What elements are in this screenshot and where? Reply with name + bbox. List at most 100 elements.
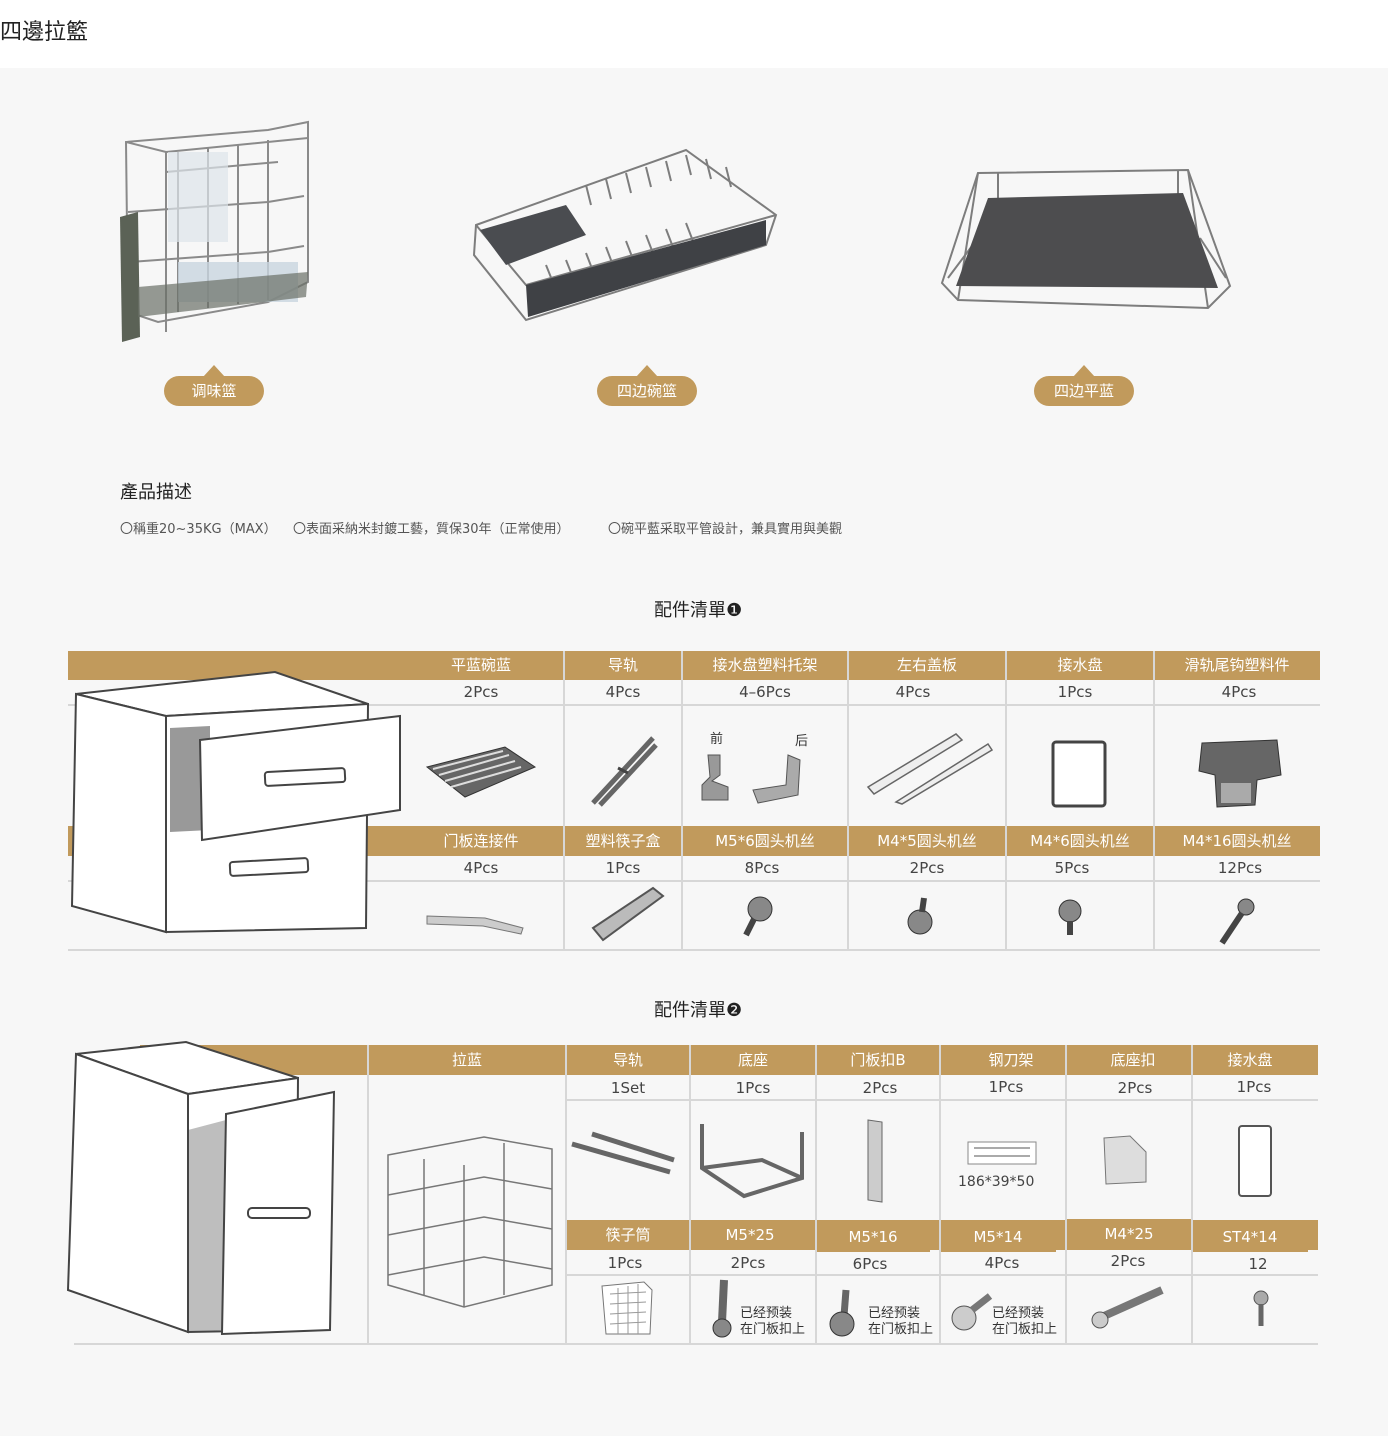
list1-part-name: 接水盘 [1006,651,1154,680]
screw-m4x25-icon [1091,1286,1164,1329]
grid-line [68,880,1320,882]
knife-rack-icon [967,1141,1037,1165]
grid-line [565,1045,567,1345]
preinstalled-note: 已经预装在门板扣上 [740,1306,805,1338]
screw-m5x16-icon [829,1289,855,1337]
list1-part-qty: 2Pcs [463,683,499,701]
product-label-flat: 四边平蓝 [1034,365,1134,406]
list1-part-name: 门板连接件 [398,826,564,856]
list2-part-name: 底座 [690,1045,816,1075]
rail-hook-plastic-icon [1198,739,1282,808]
screw-m4x6-icon [1058,899,1082,935]
grid-line [1191,1045,1193,1345]
list2-part-qty: 12 [1248,1255,1268,1273]
screw-m5x6-icon [743,896,773,937]
list1-part-qty: 5Pcs [1054,859,1090,877]
grid-line [1065,1045,1067,1345]
list2-part-name: M4*25 [1066,1219,1192,1249]
preinstalled-line2: 在门板扣上 [740,1322,806,1337]
grid-line [68,949,1320,951]
list1-part-name: M5*6圆头机丝 [682,826,848,856]
bowl-basket-image [472,148,778,322]
list1-part-name: 平蓝碗蓝 [398,651,564,680]
chopstick-holder-icon [601,1281,653,1335]
screw-m4x16-icon [1219,898,1255,945]
product-label-bowl: 四边碗篮 [597,365,697,406]
page-title: 四邊拉籃 [0,20,89,45]
side-cover-plate-icon [866,733,994,805]
screw-m4x5-icon [907,897,933,935]
list1-part-name: 接水盘塑料托架 [682,651,848,680]
list1-part-name: 滑轨尾钩塑料件 [1154,651,1320,680]
grid-line [566,1099,1318,1101]
description-item: 〇碗平藍采取平管設計，兼具實用與美觀 [608,522,843,537]
grid-line [939,1045,941,1345]
list2-part-qty: 1Pcs [988,1078,1024,1096]
list2-part-qty: 1Pcs [607,1254,643,1272]
description-item: 〇稱重20~35KG（MAX） [120,522,277,537]
list2-part-qty: 2Pcs [862,1079,898,1097]
grid-line [563,651,565,951]
list2-part-qty: 2Pcs [1117,1079,1153,1097]
flat-basket-image [940,168,1232,310]
list1-part-qty: 4Pcs [1221,683,1257,701]
preinstalled-line1: 已经预装 [868,1306,921,1321]
door-clip-b-icon [867,1119,883,1203]
list2-part-name: ST4*14 [1192,1222,1308,1252]
list1-part-name: M4*6圆头机丝 [1006,826,1154,856]
list2-part-qty: 6Pcs [852,1255,888,1273]
rail-icon [591,736,658,807]
preinstalled-line2: 在门板扣上 [992,1322,1058,1337]
list2-part-qty: 4Pcs [984,1254,1020,1272]
list2-part-name: 接水盘 [1192,1045,1308,1075]
description-item: 〇表面采納米封鍍工藝，質保30年（正常使用） [293,522,570,537]
back-label: 后 [795,734,809,749]
drawer-cabinet-image [70,670,401,934]
list1-part-qty: 1Pcs [605,859,641,877]
preinstalled-note: 已经预装在门板扣上 [992,1306,1057,1338]
list2-part-name: 筷子筒 [566,1220,690,1250]
list1-part-qty: 12Pcs [1217,859,1263,877]
drip-tray-2-icon [1238,1125,1272,1197]
list1-part-qty: 8Pcs [744,859,780,877]
grid-line [566,1274,1318,1276]
list2-part-qty: 2Pcs [1110,1252,1146,1270]
description-heading: 產品描述 [120,482,192,503]
list1-part-name: 左右盖板 [848,651,1006,680]
list1-part-qty: 4Pcs [605,683,641,701]
plastic-bracket-icon [701,754,801,804]
flat-bowl-basket-icon [425,746,537,798]
grid-line [1153,651,1155,951]
list1-part-qty: 2Pcs [909,859,945,877]
base-icon [700,1124,804,1199]
list1-part-qty: 4Pcs [895,683,931,701]
screw-m5x25-icon [712,1279,732,1338]
door-connector-icon [426,915,524,935]
list1-part-qty: 1Pcs [1057,683,1093,701]
list1-part-name: M4*16圆头机丝 [1154,826,1320,856]
chopstick-box-icon [591,886,665,942]
list1-part-name: 导轨 [564,651,682,680]
screw-m5x14-icon [951,1293,993,1331]
preinstalled-line2: 在门板扣上 [868,1322,934,1337]
list2-part-name: 门板扣B [816,1045,940,1075]
list1-part-name: 塑料筷子盒 [564,826,682,856]
preinstalled-line1: 已经预装 [740,1306,793,1321]
list2-part-qty: 2Pcs [730,1254,766,1272]
parts-list-1-title: 配件清單❶ [654,600,743,621]
list2-part-name: M5*25 [690,1220,810,1250]
grid-line [847,651,849,951]
list1-part-qty: 4–6Pcs [739,683,791,701]
base-clip-icon [1103,1135,1147,1185]
pullout-cabinet-image [66,1040,336,1336]
list2-part-qty: 1Pcs [735,1079,771,1097]
list2-part-name: M5*14 [940,1222,1056,1252]
grid-line [74,1343,1318,1345]
grid-line [367,1045,369,1345]
list2-part-qty: 1Pcs [1236,1078,1272,1096]
list1-part-name: M4*5圆头机丝 [848,826,1006,856]
list2-part-name: 导轨 [566,1045,690,1075]
parts-list-2-title: 配件清單❷ [654,1000,743,1021]
list2-part-qty: 1Set [610,1079,646,1097]
seasoning-basket-image [120,120,309,342]
